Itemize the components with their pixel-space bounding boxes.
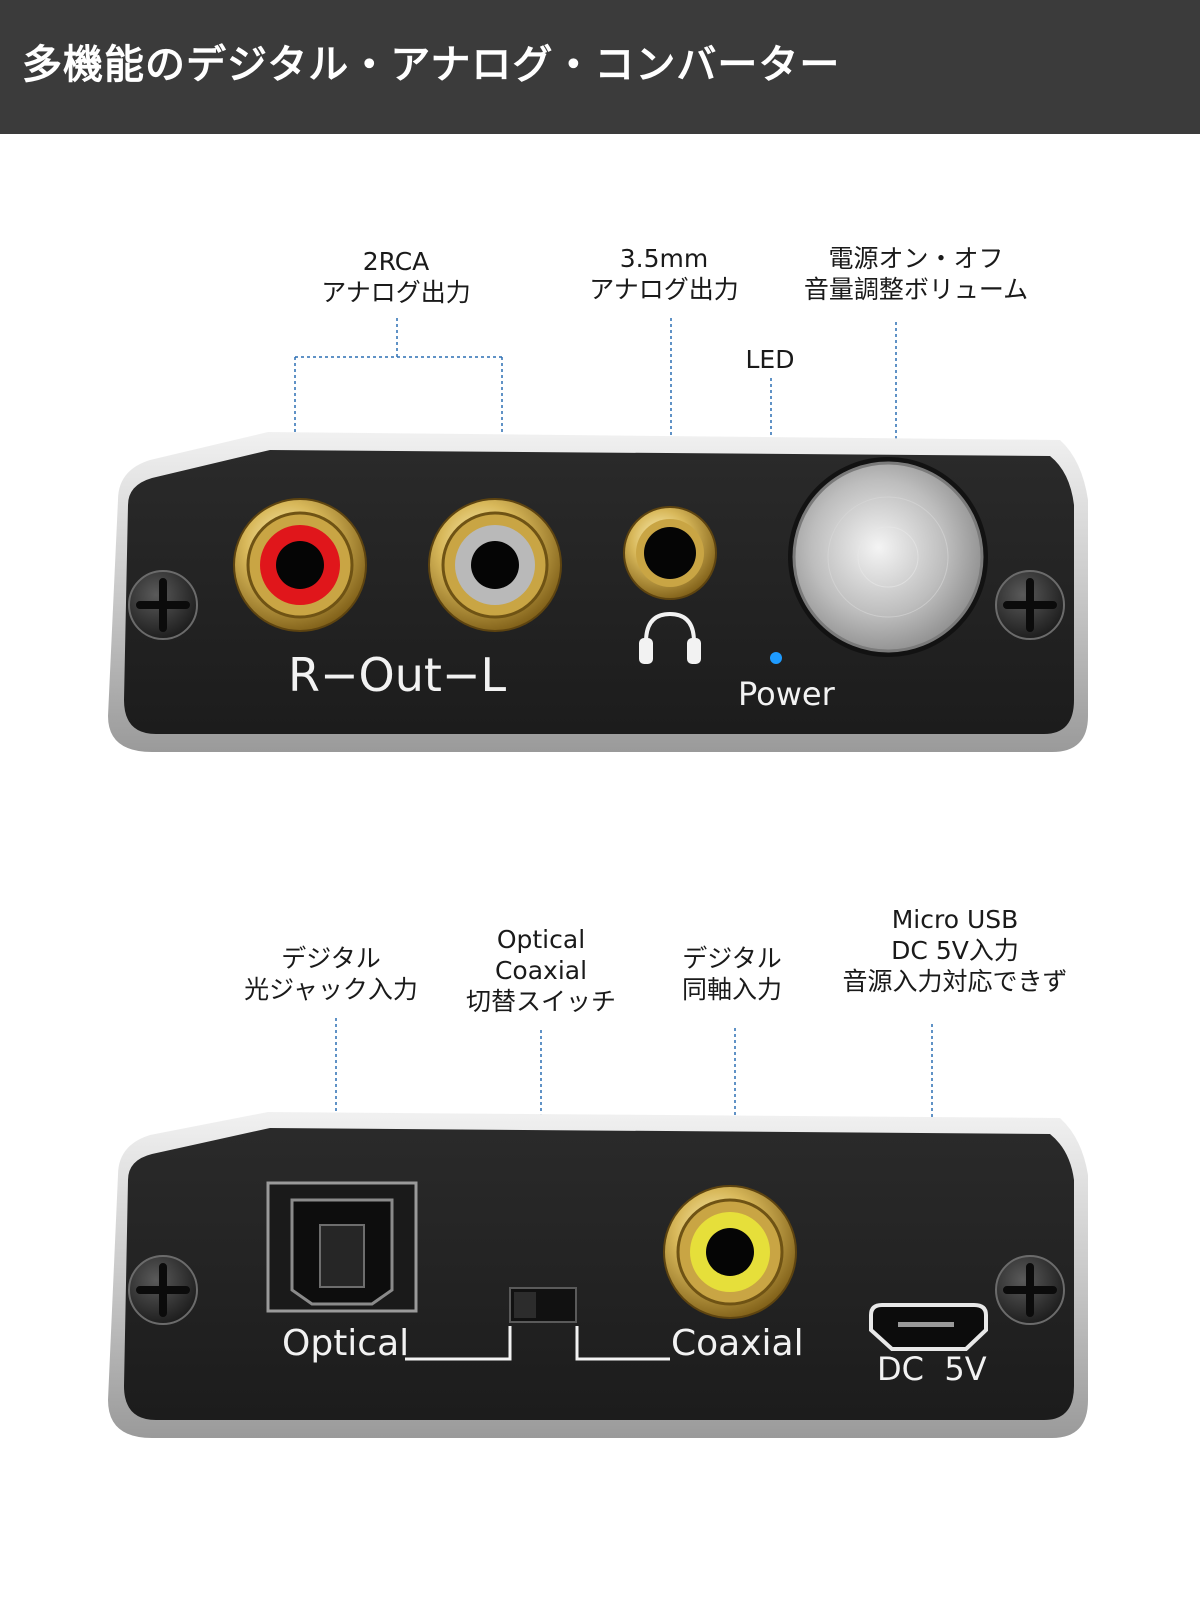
power-led [770,652,782,664]
back-screw-right [995,1255,1065,1325]
optical-port[interactable] [266,1181,418,1313]
led-callout: LED [745,345,795,374]
micro-usb-port[interactable] [869,1303,988,1351]
optical-label: Optical [282,1323,410,1364]
coaxial-input-callout: デジタル 同軸入力 [681,944,783,1004]
headphones-icon [639,611,701,664]
front-screw-right [995,570,1065,640]
rca-label: R−Out−L [288,648,507,702]
rca-output-callout: 2RCA アナログ出力 [321,247,471,307]
switch-bracket [405,1326,670,1361]
coaxial-jack[interactable] [663,1185,797,1319]
power-label: Power [738,675,835,713]
dc-5v-label: DC 5V [877,1350,987,1388]
volume-knob-callout: 電源オン・オフ 音量調整ボリューム [803,244,1029,304]
rca-left-jack[interactable] [428,498,562,632]
usb-power-callout: Micro USB DC 5V入力 音源入力対応できず [842,905,1068,996]
switch-callout: Optical Coaxial 切替スイッチ [465,925,617,1016]
back-panel [108,1112,1088,1438]
headphone-jack[interactable] [623,506,717,600]
page-title: 多機能のデジタル・アナログ・コンバーター [22,42,841,88]
coaxial-label: Coaxial [671,1323,804,1364]
rca-right-jack[interactable] [233,498,367,632]
header-bar: 多機能のデジタル・アナログ・コンバーター [0,0,1200,134]
jack-output-callout: 3.5mm アナログ出力 [589,244,739,304]
optical-coaxial-switch[interactable] [509,1287,577,1323]
front-screw-left [128,570,198,640]
back-screw-left [128,1255,198,1325]
optical-input-callout: デジタル 光ジャック入力 [244,944,418,1004]
volume-knob[interactable] [788,457,988,657]
